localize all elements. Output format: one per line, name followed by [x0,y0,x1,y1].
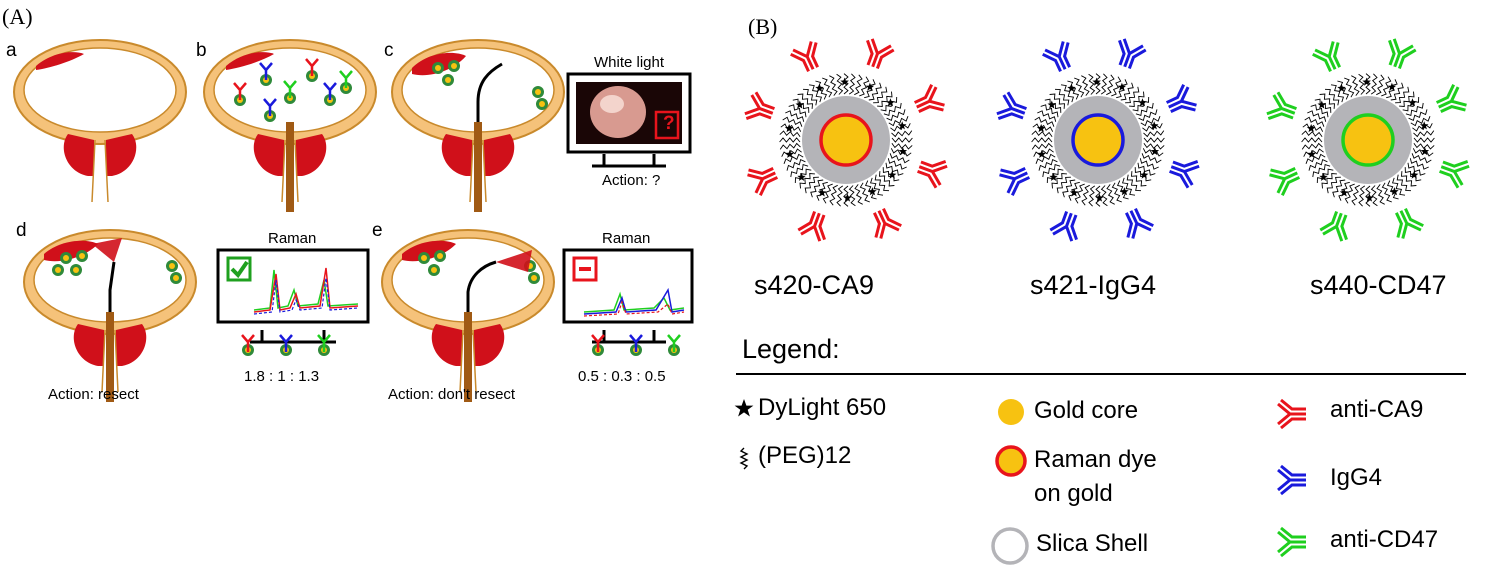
legend-peg-icon [739,447,749,470]
bladder-b [203,39,377,212]
legend-igg4: IgG4 [1330,464,1383,491]
legend-anti-ca9-icon [1277,398,1306,430]
bladder-c [391,39,565,212]
legend-raman-dye-icon [995,445,1027,477]
legend-peg: (PEG)12 [758,442,852,469]
legend-anti-cd47-icon [1277,526,1306,558]
nanoparticle-s420 [744,38,948,242]
monitor-d-ratio: 1.8 : 1 : 1.3 [244,368,320,385]
panel-a-label: (A) [2,4,33,29]
monitor-d-title: Raman [268,230,317,247]
monitor-e-ratio: 0.5 : 0.3 : 0.5 [578,368,666,385]
sub-label-c: c [384,40,394,61]
monitor-d-caption: Action: resect [48,386,139,403]
nanoparticle-name-s420: s420-CA9 [754,270,875,300]
monitor-raman-d [216,248,370,344]
sub-label-a: a [6,40,17,61]
monitor-white-light [566,72,692,168]
legend-igg4-icon [1277,464,1306,496]
monitor-c-caption: Action: ? [602,172,661,189]
sub-label-e: e [372,220,383,241]
monitor-e-caption: Action: don't resect [388,386,516,403]
legend-raman-dye-line2: on gold [1034,480,1113,507]
monitor-c-question-mark: ? [663,113,675,134]
sub-label-b: b [196,40,207,61]
legend-divider [736,373,1466,375]
nanoparticle-s421 [996,38,1200,242]
legend-anti-ca9: anti-CA9 [1330,396,1424,423]
sub-label-d: d [16,220,27,241]
nanoparticle-name-s421: s421-IgG4 [1030,270,1157,300]
legend-silica-shell: Slica Shell [1036,530,1149,557]
legend-anti-cd47: anti-CD47 [1330,526,1439,553]
raman-ratio-icons-d [240,333,332,356]
nanoparticle-s440 [1266,38,1470,242]
legend-gold-core: Gold core [1034,397,1139,424]
panel-b-label: (B) [748,14,778,39]
legend-silica-shell-icon [991,527,1029,565]
bladder-e [381,229,555,402]
monitor-e-title: Raman [602,230,651,247]
bladder-a [13,39,187,203]
bladder-d [23,229,197,402]
nanoparticle-name-s440: s440-CD47 [1310,270,1447,300]
legend-title: Legend: [742,334,840,364]
monitor-raman-e [562,248,694,344]
legend-raman-dye-line1: Raman dye [1034,446,1157,473]
legend-star-icon [734,399,754,417]
legend-dylight: DyLight 650 [758,394,887,421]
monitor-c-title: White light [594,54,665,71]
panel-a-illustration [13,39,694,402]
legend-gold-core-icon [998,399,1024,425]
